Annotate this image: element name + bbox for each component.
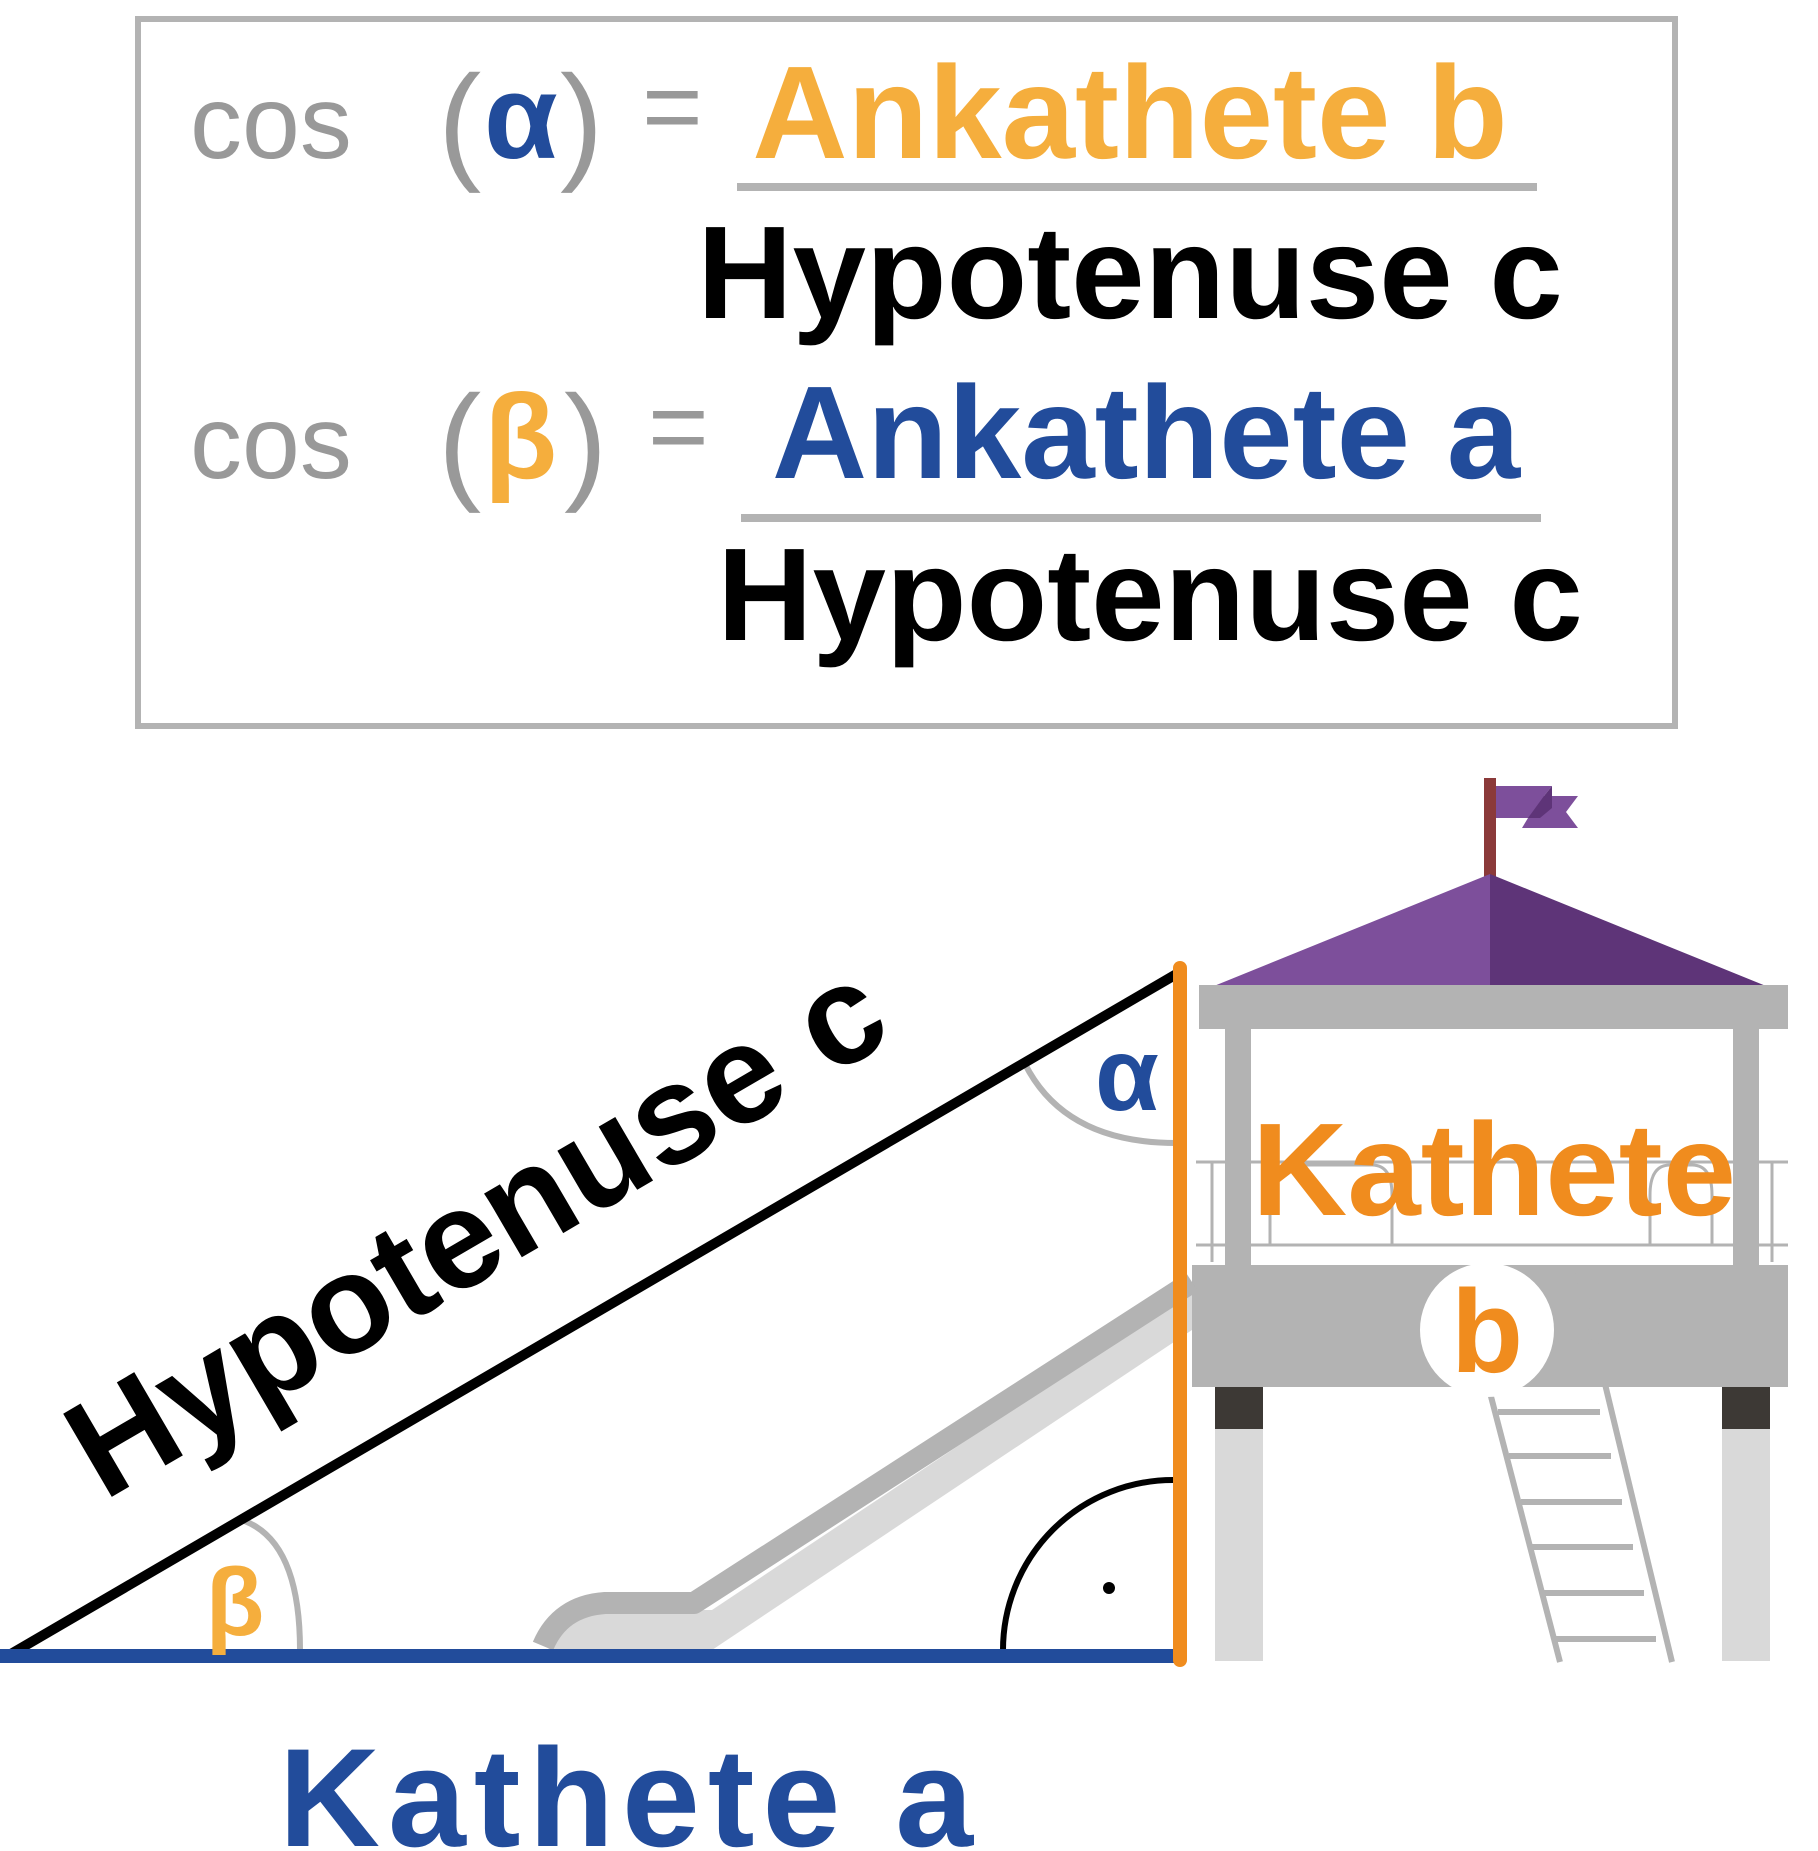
cos-function-label: cos <box>190 385 352 501</box>
right-angle-arc <box>1000 1477 1174 1651</box>
tower-post-left <box>1225 1029 1251 1265</box>
denominator-hypotenuse-c: Hypotenuse c <box>717 521 1583 668</box>
alpha-symbol: α <box>484 50 558 184</box>
hypotenuse-c-line <box>1 967 1183 1663</box>
kathete-b-label: Kathete <box>1252 1096 1736 1243</box>
ladder <box>1485 1271 1675 1663</box>
alpha-angle-arc <box>1022 1062 1177 1146</box>
denominator-hypotenuse-c: Hypotenuse c <box>697 199 1563 346</box>
tower-leg-right <box>1722 1429 1770 1661</box>
equals-sign: = <box>642 49 703 165</box>
cos-function-label: cos <box>190 65 352 181</box>
formula-row-beta: cos ( β ) = Ankathete a Hypotenuse c <box>190 359 1583 668</box>
right-angle-dot <box>1103 1582 1115 1594</box>
roof-left <box>1214 874 1490 986</box>
close-paren: ) <box>560 48 603 194</box>
open-paren: ( <box>438 48 481 194</box>
tower-post-right <box>1733 1029 1759 1265</box>
flag-pole <box>1484 778 1496 878</box>
tower-leg-left-top <box>1215 1387 1263 1429</box>
equals-sign: = <box>648 369 709 485</box>
roof-beam <box>1199 985 1788 1029</box>
kathete-b-letter-badge <box>1420 1263 1554 1397</box>
beta-angle-arc <box>240 1517 303 1651</box>
kathete-b-letter: b <box>1451 1266 1523 1398</box>
beta-angle-label: β <box>206 1549 265 1656</box>
slide <box>532 1272 1198 1651</box>
right-triangle: Hypotenuse c β α Kathete b Kathete a <box>0 929 1736 1851</box>
formula-box-border <box>135 16 1678 729</box>
hypotenuse-label: Hypotenuse c <box>40 929 912 1528</box>
roof-right <box>1490 874 1766 986</box>
railing <box>1196 1160 1788 1262</box>
numerator-ankathete-a: Ankathete a <box>772 359 1522 506</box>
slide-rail <box>532 1272 1198 1651</box>
formula-row-alpha: cos ( α ) = Ankathete b Hypotenuse c <box>190 39 1563 346</box>
tower-leg-right-top <box>1722 1387 1770 1429</box>
flag-fold <box>1528 786 1552 818</box>
open-paren: ( <box>438 368 481 514</box>
beta-symbol: β <box>484 370 557 504</box>
close-paren: ) <box>564 368 607 514</box>
kathete-a-label: Kathete a <box>279 1719 981 1851</box>
numerator-ankathete-b: Ankathete b <box>752 39 1507 186</box>
tower-leg-left <box>1215 1429 1263 1661</box>
formula-box: cos ( α ) = Ankathete b Hypotenuse c cos… <box>135 16 1678 729</box>
alpha-angle-label: α <box>1095 1017 1159 1133</box>
